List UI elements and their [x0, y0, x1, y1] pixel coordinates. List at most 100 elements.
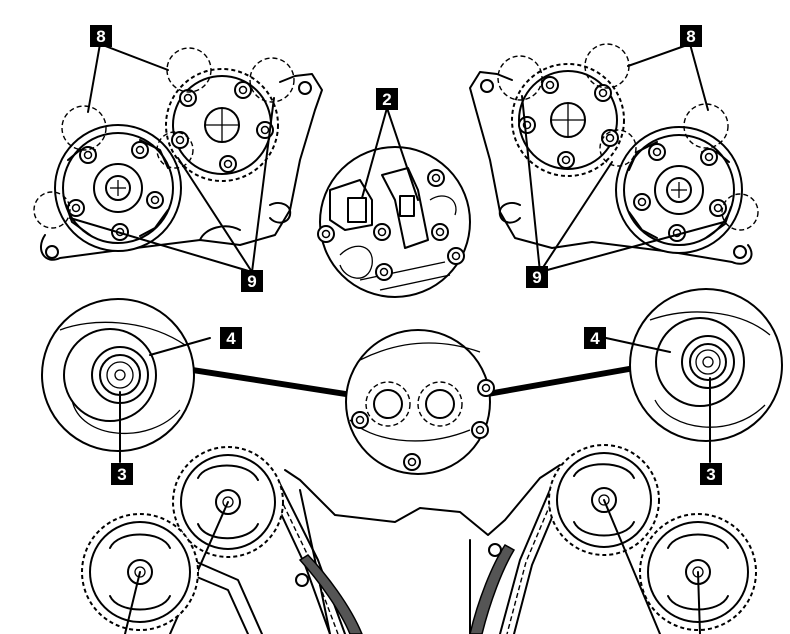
right-leader-9	[521, 95, 541, 273]
detail-bolt	[447, 247, 465, 265]
left-timing-chain-outer	[277, 479, 346, 634]
center-right-plug-marker	[417, 381, 463, 427]
left-leader-8	[87, 43, 101, 113]
right-head-mount-hole-top	[480, 79, 494, 93]
right-primary-sprocket-ring	[556, 452, 652, 548]
leader-2	[386, 107, 419, 201]
callout-4-right: 4	[584, 327, 606, 349]
detail-casting	[429, 195, 457, 216]
left-secondary-sprocket-bolt	[127, 559, 153, 585]
callout-label: 3	[706, 465, 715, 484]
right-phaser-bolt	[633, 193, 651, 211]
right-vct-phaser-inner	[623, 134, 735, 246]
detail-bolt	[317, 225, 335, 243]
left-timing-plug-center	[114, 369, 126, 381]
callout-4-left: 4	[220, 327, 242, 349]
callout-label: 8	[96, 27, 105, 46]
top-center-detail	[317, 107, 471, 298]
left-leader-8	[99, 43, 169, 71]
center-left-plug	[373, 389, 403, 419]
center-detail-bolt	[351, 411, 369, 429]
right-cam-sprocket-ring	[518, 70, 618, 170]
callout-box	[220, 327, 242, 349]
right-detail-edge	[649, 311, 771, 336]
right-callout9-circle	[721, 193, 759, 231]
right-sprocket-bolt	[557, 151, 575, 169]
right-callout9-circle	[497, 55, 543, 101]
bottom-timing-chain-area	[81, 444, 757, 634]
left-chain-guide-edge	[299, 489, 331, 634]
left-vct-phaser-inner	[62, 132, 174, 244]
right-plug-bore	[655, 317, 745, 407]
leader-4-left	[149, 337, 211, 356]
detail-bolt	[375, 263, 393, 281]
callout-9-right: 9	[526, 266, 548, 288]
leader-2	[361, 107, 388, 199]
right-leader-8	[627, 43, 691, 67]
right-detail-edge	[654, 399, 766, 428]
left-timing-chain-links	[272, 482, 339, 634]
left-sprocket-bolt	[219, 155, 237, 173]
right-primary-sprocket-slots	[573, 463, 635, 537]
callout-box	[90, 25, 112, 47]
left-phaser-bolt	[146, 191, 164, 209]
callout-3-left: 3	[111, 463, 133, 485]
left-detail-edge	[71, 399, 181, 435]
callout-8-left: 8	[90, 25, 112, 47]
left-phaser-vanes	[65, 139, 169, 237]
callout-box	[376, 88, 398, 110]
right-timing-plug-inner	[689, 343, 727, 381]
callout-box	[584, 327, 606, 349]
center-detail-bolt	[471, 421, 489, 439]
right-leader-9	[539, 161, 613, 273]
right-secondary-sprocket-ring	[647, 521, 749, 623]
left-secondary-sprocket-slots	[109, 533, 171, 611]
left-leader-9	[177, 157, 253, 273]
right-phaser-hub	[654, 165, 704, 215]
right-timing-plug-marking	[695, 349, 721, 375]
callout-8-right: 8	[680, 25, 702, 47]
timing-cover-outline	[284, 464, 561, 536]
center-left-plug-marker	[365, 381, 411, 427]
callout-box	[111, 463, 133, 485]
right-secondary-sprocket-leader	[697, 571, 701, 634]
left-phaser-bolt	[131, 141, 149, 159]
callout-box	[241, 270, 263, 292]
detail-casting	[339, 245, 373, 279]
left-secondary-sprocket-leader	[124, 571, 141, 634]
right-timing-plug-center	[702, 356, 714, 368]
callout-label: 9	[247, 272, 256, 291]
detail-bolt	[427, 169, 445, 187]
right-phaser-bolt	[709, 199, 727, 217]
callout-box	[680, 25, 702, 47]
left-head-mount-hole-top	[298, 81, 312, 95]
right-chain-tensioner	[469, 544, 516, 634]
left-phaser-center-bolt	[105, 175, 131, 201]
left-secondary-chain-inner	[184, 571, 249, 634]
left-tensioner-pivot	[295, 573, 309, 587]
right-phaser-center-bolt	[666, 177, 692, 203]
right-callout8-circle	[683, 103, 729, 149]
right-connector-bar	[482, 364, 640, 398]
right-timing-chain-links	[506, 480, 561, 634]
center-detail-edge	[359, 342, 481, 361]
center-detail-bolt	[477, 379, 495, 397]
callout-label: 9	[532, 268, 541, 287]
left-phaser-hub	[93, 163, 143, 213]
left-sprocket-bolt	[234, 81, 252, 99]
left-plug-bore	[63, 328, 157, 422]
right-phaser-bolt	[700, 148, 718, 166]
callout-label: 2	[382, 90, 391, 109]
right-head-boss	[498, 202, 521, 224]
right-phaser-bolt	[648, 143, 666, 161]
callout-9-left: 9	[241, 270, 263, 292]
left-leader-9	[69, 217, 253, 273]
detail-bolt	[431, 223, 449, 241]
left-chain-tensioner	[298, 554, 363, 634]
center-right-plug	[425, 389, 455, 419]
left-callout9-circle	[249, 57, 295, 103]
left-leader-9	[251, 97, 275, 273]
callout-label: 4	[226, 329, 236, 348]
left-oil-control-solenoid	[329, 179, 373, 231]
